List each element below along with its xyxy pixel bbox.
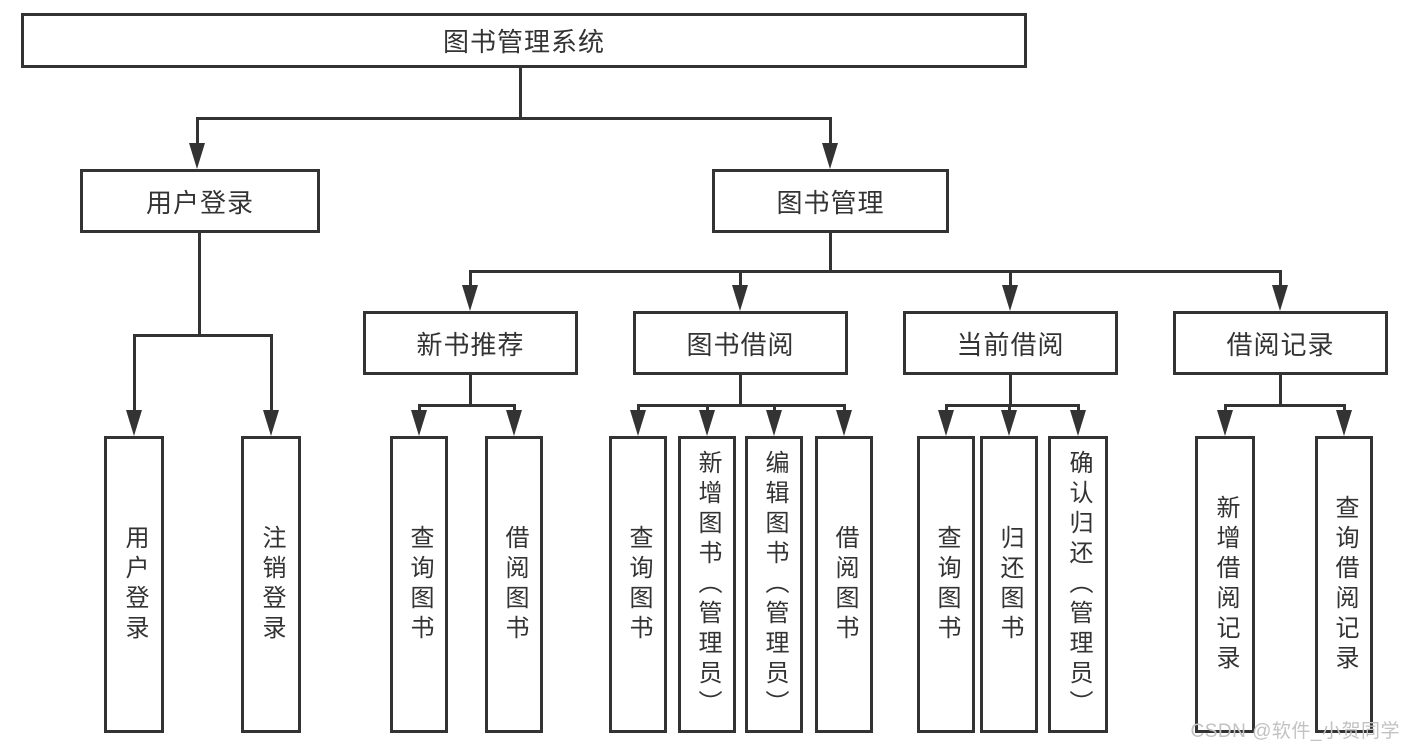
leaf-query-books: 查询图书 xyxy=(390,436,448,733)
connector-hline xyxy=(1224,404,1346,407)
node-user-login: 用户登录 xyxy=(80,169,320,233)
arrowhead-icon xyxy=(1002,285,1018,311)
connector-vline xyxy=(196,117,199,147)
node-library-management-system: 图书管理系统 xyxy=(21,13,1027,68)
connector-vline xyxy=(133,334,136,412)
leaf-label: 用户登录 xyxy=(121,524,148,645)
connector-vline xyxy=(1279,270,1282,288)
connector-vline xyxy=(519,68,522,118)
node-new-book-recommendation: 新书推荐 xyxy=(363,311,578,375)
arrowhead-icon xyxy=(1001,410,1017,436)
connector-vline xyxy=(637,404,640,414)
node-label: 用户登录 xyxy=(145,187,254,218)
node-borrowing-records: 借阅记录 xyxy=(1173,311,1388,375)
leaf-borrow-books: 借阅图书 xyxy=(485,436,543,733)
leaf-label: 注销登录 xyxy=(258,524,285,645)
leaf-user-login: 用户登录 xyxy=(104,436,164,733)
arrowhead-icon xyxy=(732,285,748,311)
leaf-label: 借阅图书 xyxy=(831,524,858,645)
connector-vline xyxy=(469,270,472,288)
connector-vline xyxy=(843,404,846,414)
connector-hline xyxy=(637,404,846,407)
node-book-management: 图书管理 xyxy=(712,169,949,233)
arrowhead-icon xyxy=(822,143,838,169)
arrowhead-icon xyxy=(263,410,279,436)
csdn-watermark: CSDN @软件_小贺同学 xyxy=(1190,721,1400,742)
leaf-logout: 注销登录 xyxy=(241,436,301,733)
arrowhead-icon xyxy=(1070,410,1086,436)
arrowhead-icon xyxy=(411,410,427,436)
connector-vline xyxy=(829,233,832,273)
node-current-borrowing: 当前借阅 xyxy=(903,311,1118,375)
arrowhead-icon xyxy=(462,285,478,311)
arrowhead-icon xyxy=(126,410,142,436)
arrowhead-icon xyxy=(1272,285,1288,311)
node-book-borrowing: 图书借阅 xyxy=(633,311,848,375)
node-label: 图书借阅 xyxy=(686,329,795,360)
leaf-add-borrow-record: 新增借阅记录 xyxy=(1195,436,1255,733)
leaf-label: 查询图书 xyxy=(933,524,960,645)
arrowhead-icon xyxy=(938,410,954,436)
leaf-return-books: 归还图书 xyxy=(980,436,1038,733)
connector-vline xyxy=(706,404,709,414)
leaf-label: 查询借阅记录 xyxy=(1331,494,1358,675)
connector-vline xyxy=(1009,375,1012,406)
node-label: 图书管理系统 xyxy=(442,27,605,57)
arrowhead-icon xyxy=(630,410,646,436)
connector-vline xyxy=(1224,404,1227,414)
leaf-query-books: 查询图书 xyxy=(917,436,975,733)
connector-vline xyxy=(1343,404,1346,414)
leaf-query-borrow-record: 查询借阅记录 xyxy=(1315,436,1373,733)
leaf-label: 借阅图书 xyxy=(501,524,528,645)
node-label: 图书管理 xyxy=(776,187,885,218)
arrowhead-icon xyxy=(699,410,715,436)
connector-vline xyxy=(773,404,776,414)
arrowhead-icon xyxy=(1336,410,1352,436)
leaf-edit-books-admin: 编辑图书（管理员） xyxy=(745,436,803,733)
leaf-label: 新增借阅记录 xyxy=(1212,494,1239,675)
connector-vline xyxy=(1008,404,1011,414)
connector-vline xyxy=(1077,404,1080,414)
connector-vline xyxy=(1009,270,1012,288)
leaf-label: 查询图书 xyxy=(406,524,433,645)
node-label: 新书推荐 xyxy=(416,329,525,360)
connector-vline xyxy=(198,233,201,336)
node-label: 当前借阅 xyxy=(956,329,1065,360)
leaf-label: 编辑图书（管理员） xyxy=(761,449,788,720)
arrowhead-icon xyxy=(836,410,852,436)
connector-vline xyxy=(1279,375,1282,406)
connector-hline xyxy=(469,270,1282,273)
arrowhead-icon xyxy=(766,410,782,436)
leaf-label: 新增图书（管理员） xyxy=(694,449,721,720)
leaf-confirm-return-admin: 确认归还（管理员） xyxy=(1048,436,1108,733)
connector-hline xyxy=(133,334,273,337)
leaf-add-books-admin: 新增图书（管理员） xyxy=(678,436,736,733)
node-label: 借阅记录 xyxy=(1226,329,1335,360)
connector-vline xyxy=(513,404,516,414)
arrowhead-icon xyxy=(189,143,205,169)
connector-hline xyxy=(196,117,832,120)
leaf-label: 归还图书 xyxy=(996,524,1023,645)
connector-hline xyxy=(418,404,516,407)
connector-vline xyxy=(739,375,742,406)
connector-vline xyxy=(739,270,742,288)
connector-hline xyxy=(945,404,1080,407)
connector-vline xyxy=(270,334,273,412)
leaf-query-books: 查询图书 xyxy=(609,436,667,733)
arrowhead-icon xyxy=(506,410,522,436)
leaf-borrow-books: 借阅图书 xyxy=(815,436,873,733)
connector-vline xyxy=(945,404,948,414)
leaf-label: 查询图书 xyxy=(625,524,652,645)
leaf-label: 确认归还（管理员） xyxy=(1065,449,1092,720)
arrowhead-icon xyxy=(1217,410,1233,436)
connector-vline xyxy=(829,117,832,147)
connector-vline xyxy=(469,375,472,406)
connector-vline xyxy=(418,404,421,414)
